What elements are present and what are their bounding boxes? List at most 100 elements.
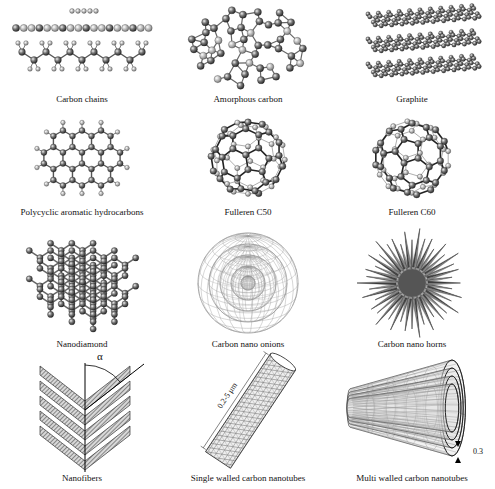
pah-figure-shape (50, 144, 56, 150)
amorphous-carbon-figure-shape (214, 75, 221, 82)
nanodiamond-figure-shape (90, 326, 96, 332)
fullerene-c60-figure-shape (392, 148, 399, 155)
fullerene-c60-figure-shape (398, 173, 405, 180)
pah-figure-shape (69, 166, 75, 172)
graphene-sheet-shape (386, 67, 390, 71)
graphene-sheet-shape (386, 42, 390, 46)
graphene-sheet-shape (448, 37, 452, 41)
fullerene-c50-figure-shape (255, 132, 262, 139)
nanodiamond-figure-shape (90, 319, 96, 325)
swcnt-figure-shape (201, 446, 206, 449)
fullerene-c50-figure-shape (245, 144, 250, 149)
graphene-sheet-shape (467, 65, 471, 69)
nanodiamond-figure-shape (111, 311, 117, 317)
amorphous-carbon-figure-shape (256, 18, 263, 25)
carbon-chain-figure-shape (79, 57, 86, 64)
swcnt-figure-shape (268, 350, 297, 373)
nanofiber-figure-shape (85, 363, 86, 472)
amorphous-carbon-figure-shape (202, 19, 209, 26)
graphene-sheet-shape (469, 11, 473, 15)
carbon-chain-figure-shape (28, 24, 35, 31)
swcnt-figure (194, 328, 312, 485)
nanodiamond-figure-shape (122, 301, 128, 307)
pah-figure-shape (99, 191, 104, 196)
amorphous-carbon-figure-shape (275, 19, 282, 26)
graphene-sheet-shape (410, 71, 414, 75)
nano-onion-figure-shape (209, 244, 287, 322)
fullerene-c50-figure-shape (282, 157, 287, 162)
nanodiamond-figure-shape (69, 240, 75, 246)
carbon-chain-figure-shape (129, 24, 136, 31)
graphene-sheet-shape (407, 41, 411, 45)
graphene-sheet-shape (440, 34, 444, 38)
graphene-sheet-shape (379, 24, 383, 28)
swcnt-figure-shape (205, 354, 295, 469)
graphene-sheet-shape (421, 45, 425, 49)
mwcnt-figure-shape (367, 396, 374, 421)
graphene-sheet-shape (417, 65, 421, 69)
pah-figure-shape (69, 177, 75, 183)
graphene-sheet-shape (404, 70, 408, 74)
amorphous-carbon-figure-shape (241, 71, 248, 78)
graphene-sheet-shape (441, 69, 445, 73)
graphene-sheet-shape (415, 19, 419, 23)
graphene-sheet-shape (400, 22, 404, 26)
fullerene-c60-figure-shape (423, 177, 430, 184)
pah-figure-shape (108, 133, 114, 139)
fullerene-c50-figure-shape (252, 188, 259, 195)
fullerene-c60-figure-shape (432, 126, 439, 133)
amorphous-carbon-figure-shape (257, 77, 264, 84)
nanodiamond-figure-shape (90, 268, 96, 274)
nanodiamond-figure-shape (101, 286, 107, 292)
nanodiamond-figure-shape (90, 297, 96, 303)
amorphous-carbon-figure-shape (277, 36, 284, 43)
amorphous-carbon-figure-shape (276, 9, 283, 16)
nanodiamond-figure-shape (111, 255, 117, 261)
fullerene-c50-figure-shape (248, 158, 253, 163)
carbon-chain-figure-shape (52, 67, 57, 72)
nanodiamond-figure-shape (101, 308, 107, 314)
pah-figure-shape (89, 166, 95, 172)
graphene-sheet-shape (451, 8, 455, 12)
nano-horn-figure-shape (398, 269, 426, 297)
fullerene-c50-figure-shape (276, 152, 283, 159)
carbon-chain-figure-shape (112, 41, 117, 46)
mwcnt-figure-shape (347, 376, 461, 440)
nanodiamond-figure-shape (79, 294, 85, 300)
nanodiamond-figure-shape (69, 268, 75, 274)
mwcnt-figure-shape (349, 417, 448, 427)
tube-mesh-shape (280, 339, 313, 344)
amorphous-carbon-figure-shape (202, 29, 209, 36)
graphene-sheet-shape (388, 63, 392, 67)
pah-figure-shape (125, 146, 130, 151)
graphene-sheet-shape (435, 68, 439, 72)
nanodiamond-figure-shape (111, 304, 117, 310)
graphene-sheet-shape (441, 19, 445, 23)
graphene-sheet-shape (399, 12, 403, 16)
graphene-sheet-shape (430, 10, 434, 14)
fullerene-c60-figure-shape (377, 172, 382, 177)
fullerene-c60-figure-shape (423, 124, 430, 131)
graphene-sheet-shape (472, 31, 476, 35)
nanodiamond-figure-shape (69, 319, 75, 325)
fullerene-c60-figure-shape (409, 120, 416, 127)
amorphous-carbon-figure-shape (208, 47, 215, 54)
pah-figure-shape (35, 165, 40, 170)
caption: Amorphous carbon (213, 95, 282, 105)
amorphous-carbon-figure-shape (188, 36, 195, 43)
fullerene-c60-figure-shape (409, 182, 416, 189)
graphene-sheet-shape (373, 73, 377, 77)
amorphous-carbon-figure-shape (240, 36, 247, 43)
amorphous-carbon-figure-shape (286, 64, 293, 71)
fullerene-c50-figure-shape (210, 168, 217, 175)
graphene-sheet-shape (394, 21, 398, 25)
amorphous-carbon-figure-shape (232, 60, 239, 67)
carbon-chain-figure-shape (94, 9, 99, 14)
nano-horn-figure-shape (392, 239, 407, 268)
amorphous-carbon-figure-shape (265, 21, 272, 28)
fullerene-c60-figure-shape (446, 163, 451, 168)
nanodiamond-figure-shape (79, 265, 85, 271)
caption: Carbon nano horns (378, 340, 447, 350)
fullerene-c50-figure-shape (269, 184, 274, 189)
fullerene-c50-figure-shape (245, 166, 252, 173)
